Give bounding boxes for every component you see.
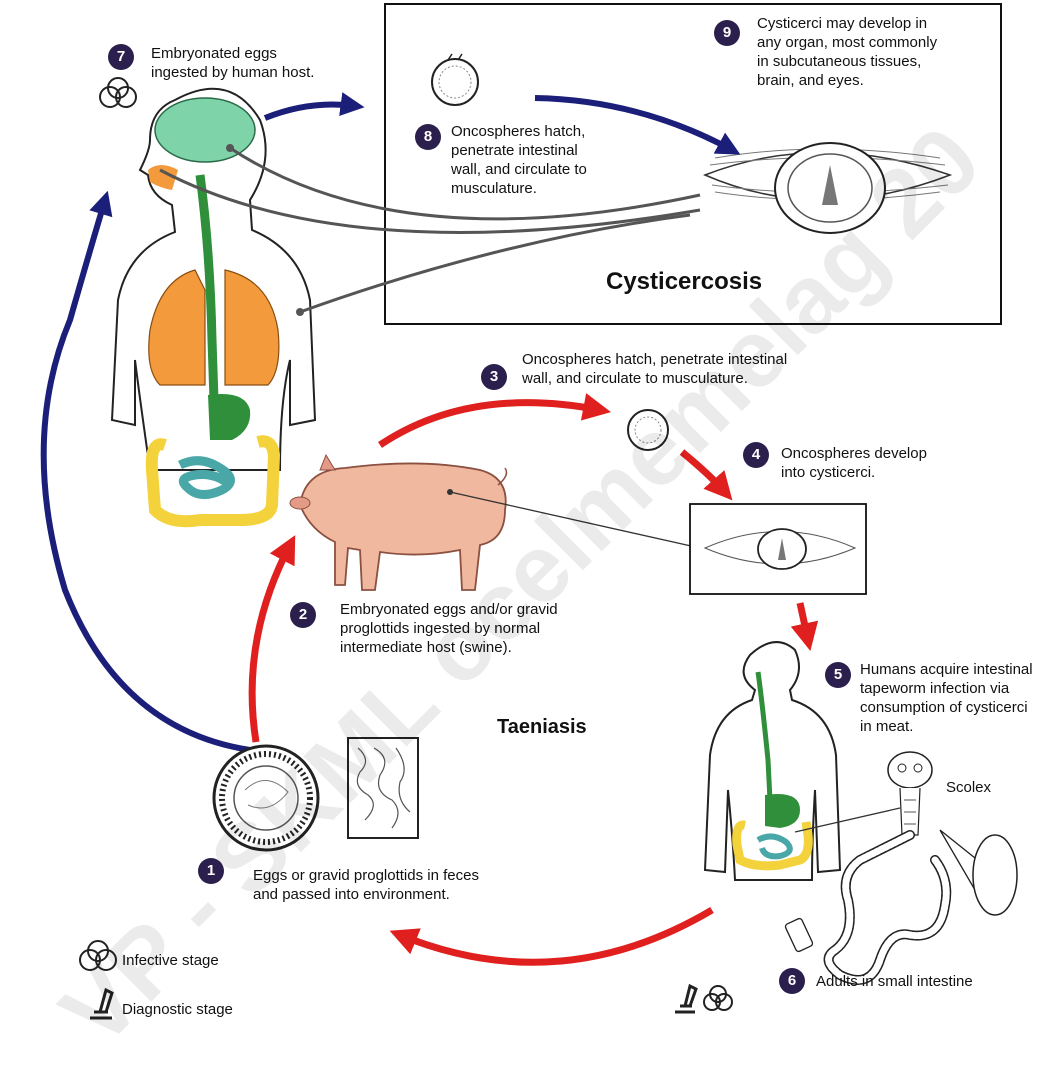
step-badge-3: 3 xyxy=(481,364,507,390)
arrow-7-to-8 xyxy=(265,105,355,119)
microscope-icon xyxy=(90,990,112,1018)
cysticercus-tissue-box xyxy=(705,143,950,233)
legend-infective-label: Infective stage xyxy=(122,951,219,970)
step-badge-6: 6 xyxy=(779,968,805,994)
proglottid-figure xyxy=(348,738,418,838)
taeniasis-title: Taeniasis xyxy=(497,716,587,739)
human-definitive-figure xyxy=(705,642,840,880)
arrow-4-to-5 xyxy=(800,603,808,640)
step-badge-4: 4 xyxy=(743,442,769,468)
cysticercosis-title: Cysticercosis xyxy=(606,268,762,296)
legend-diagnostic-label: Diagnostic stage xyxy=(122,1000,233,1019)
oncosphere-box xyxy=(432,54,478,105)
biohazard-icon xyxy=(100,78,136,107)
step-badge-5: 5 xyxy=(825,662,851,688)
colon-shape xyxy=(152,441,274,521)
egg-figure xyxy=(214,746,318,850)
arrow-pig-to-3 xyxy=(380,403,600,445)
step-badge-7: 7 xyxy=(108,44,134,70)
step-badge-1: 1 xyxy=(198,858,224,884)
arrow-1-to-pig xyxy=(252,545,290,742)
intestine-pointer-line xyxy=(795,808,900,832)
microscope-icon xyxy=(675,986,696,1012)
biohazard-icon xyxy=(704,986,732,1010)
small-intestine-shape xyxy=(180,461,231,495)
stomach-shape xyxy=(208,394,250,440)
biohazard-icon xyxy=(80,941,116,970)
scolex-label: Scolex xyxy=(946,778,991,797)
human-host-figure xyxy=(112,89,315,522)
arrow-3-to-4 xyxy=(682,452,725,492)
arrow-6-to-1 xyxy=(400,910,712,962)
step-badge-2: 2 xyxy=(290,602,316,628)
oncosphere-3 xyxy=(628,410,668,450)
pig-figure xyxy=(290,455,506,590)
step-badge-8: 8 xyxy=(415,124,441,150)
lung-right xyxy=(225,270,279,385)
brain-shape xyxy=(155,98,255,162)
step-6-text: Adults in small intestine xyxy=(816,972,973,991)
lung-left xyxy=(149,270,205,385)
step-badge-9: 9 xyxy=(714,20,740,46)
